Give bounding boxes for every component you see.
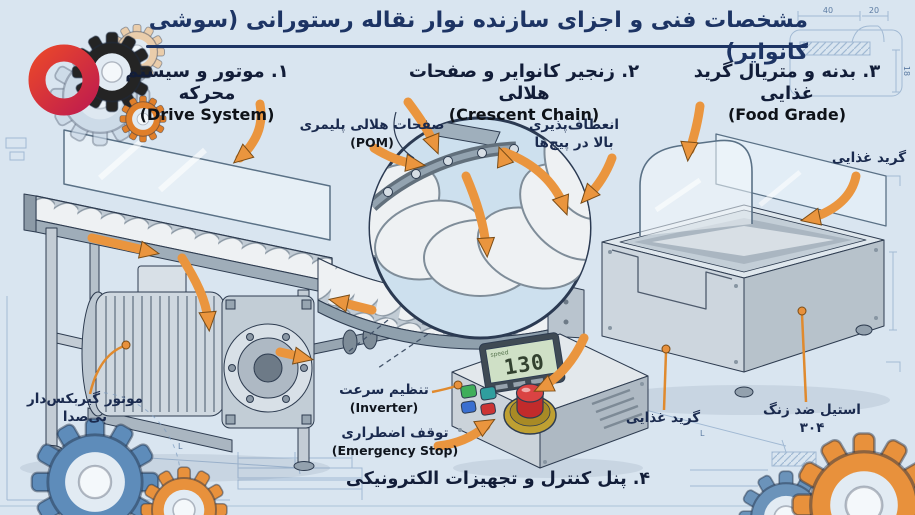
corner-gears bbox=[30, 391, 915, 515]
section-3-header: ۳. بدنه و متریال گرید غذایی (Food Grade) bbox=[664, 61, 910, 124]
gear-icon bbox=[790, 431, 915, 515]
food-grade-unit-illustration bbox=[601, 133, 887, 398]
lcd-label: speed bbox=[490, 349, 509, 359]
callout-flex-line1: انعطاف‌پذیری bbox=[529, 117, 619, 133]
panel-buttons[interactable] bbox=[458, 381, 499, 418]
callout-motor: موتور گیربکس‌دار بی‌صدا bbox=[6, 391, 164, 426]
section-4-title-fa: ۴. پنل کنترل و تجهیزات الکترونیکی bbox=[345, 469, 651, 489]
callout-stainless-steel-text: استیل ضد زنگ ۳۰۴ bbox=[763, 402, 861, 436]
control-panel-illustration: speed 130 bbox=[451, 332, 649, 469]
magnifier-inset bbox=[347, 116, 592, 369]
callout-crescent-plates: صفحات هلالی پلیمری (POM) bbox=[290, 117, 454, 151]
callout-estop-en: (Emergency Stop) bbox=[331, 442, 459, 458]
callout-crescent-fa: صفحات هلالی پلیمری bbox=[299, 117, 445, 133]
section-1-title-en: (Drive System) bbox=[139, 104, 275, 124]
section-4-header: ۴. پنل کنترل و تجهیزات الکترونیکی bbox=[340, 469, 656, 490]
section-1-title-fa: ۱. موتور و سیستم محرکه bbox=[125, 61, 289, 104]
callout-food-grade-right-text: گرید غذایی bbox=[831, 150, 907, 166]
dim-L-right: L bbox=[700, 429, 705, 438]
arch-cover bbox=[639, 139, 753, 236]
brand-logo bbox=[28, 13, 167, 147]
blueprint-section-drawing bbox=[789, 11, 903, 97]
callout-food-grade-bottom: گرید غذایی bbox=[622, 410, 704, 428]
page-title: مشخصات فنی و اجزای سازنده نوار نقاله رست… bbox=[148, 8, 808, 65]
title-underline bbox=[146, 45, 808, 48]
callout-speed-control: تنظیم سرعت (Inverter) bbox=[336, 382, 432, 416]
callout-motor-text: موتور گیربکس‌دار بی‌صدا bbox=[27, 391, 143, 425]
logo-letter-b bbox=[28, 13, 100, 116]
section-1-header: ۱. موتور و سیستم محرکه (Drive System) bbox=[96, 61, 318, 124]
section-2-header: ۲. زنجیر کانوایر و صفحات هلالی (Crescent… bbox=[385, 61, 663, 124]
callout-flexibility: انعطاف‌پذیری بالا در پیچ‌ها bbox=[520, 117, 628, 152]
section-2-title-fa: ۲. زنجیر کانوایر و صفحات هلالی bbox=[408, 61, 640, 104]
emergency-stop-button[interactable] bbox=[503, 383, 557, 435]
callout-emergency-stop: توقف اضطراری (Emergency Stop) bbox=[324, 425, 466, 459]
callout-speed-fa: تنظیم سرعت bbox=[339, 382, 429, 398]
motor-gearbox-illustration bbox=[81, 265, 393, 453]
dim-L-left: L bbox=[178, 442, 183, 451]
dim-20: 20 bbox=[869, 6, 879, 15]
chain-links bbox=[370, 141, 519, 211]
dim-18: 18 bbox=[902, 66, 911, 76]
floor-shadows bbox=[20, 385, 890, 482]
section-3-title-en: (Food Grade) bbox=[727, 104, 847, 124]
callout-estop-fa: توقف اضطراری bbox=[341, 425, 449, 441]
lcd-display: speed 130 bbox=[478, 332, 566, 394]
callout-food-grade-right: گرید غذایی bbox=[830, 150, 908, 168]
dim-40: 40 bbox=[823, 6, 833, 15]
flex-arrows bbox=[461, 143, 576, 259]
section-3-title-fa: ۳. بدنه و متریال گرید غذایی bbox=[693, 61, 881, 104]
annotation-arrows bbox=[87, 97, 861, 451]
callout-stainless-steel: استیل ضد زنگ ۳۰۴ bbox=[750, 402, 874, 437]
callout-flex-line2: بالا در پیچ‌ها bbox=[534, 134, 614, 151]
callout-speed-en: (Inverter) bbox=[349, 399, 419, 415]
callout-crescent-en: (POM) bbox=[350, 134, 394, 150]
callout-food-grade-bottom-text: گرید غذایی bbox=[625, 410, 701, 426]
section-2-title-en: (Crescent Chain) bbox=[448, 104, 600, 124]
